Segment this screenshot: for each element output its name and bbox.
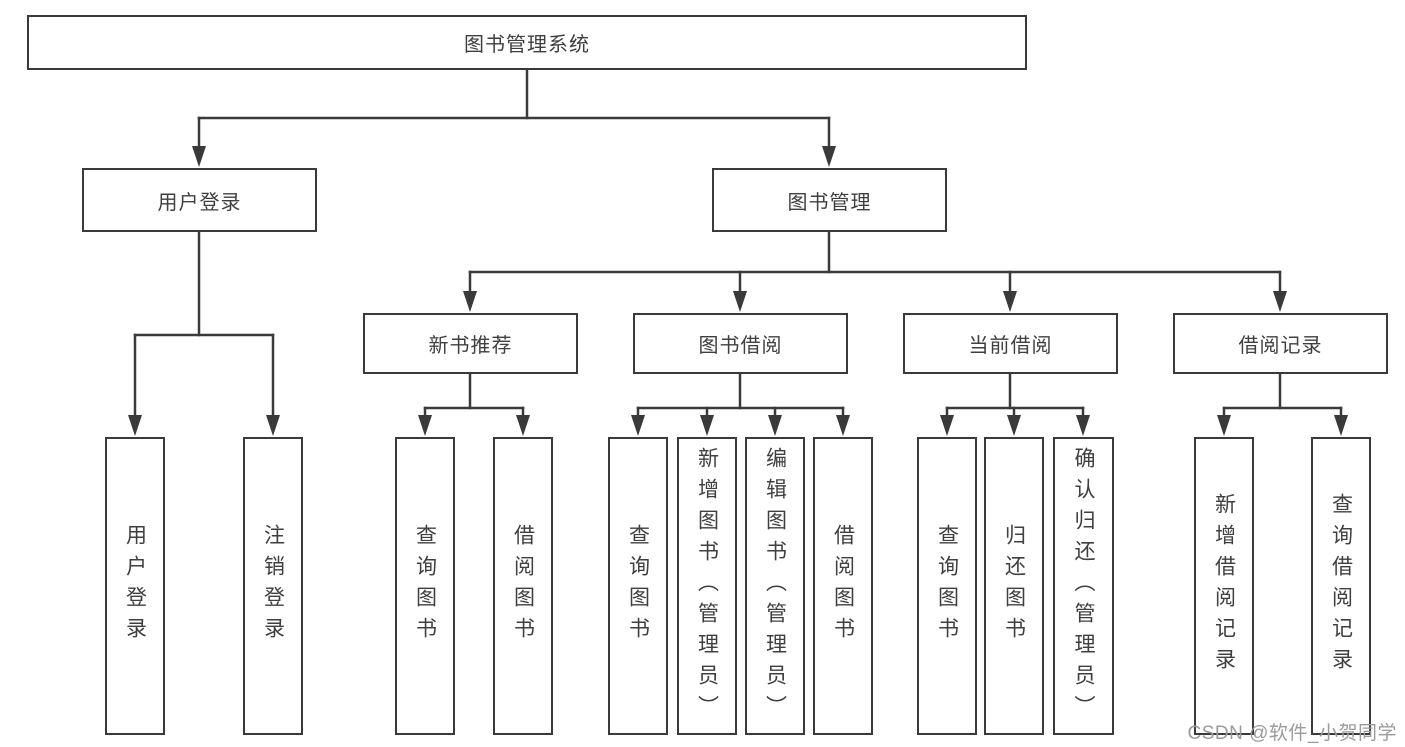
node-leaf-query-books: 查询图书	[395, 437, 455, 735]
node-leaf-query-borrow-record: 查询借阅记录	[1311, 437, 1371, 735]
node-leaf-confirm-return-admin: 确认归还（管理员）	[1053, 437, 1114, 735]
node-label: 查询图书	[626, 524, 650, 648]
node-label: 新增借阅记录	[1212, 493, 1236, 679]
node-borrow-record: 借阅记录	[1173, 313, 1388, 374]
node-label: 归还图书	[1002, 524, 1026, 648]
connector-book-management-to-level3	[463, 230, 1287, 312]
node-label: 查询图书	[413, 524, 437, 648]
node-label: 查询借阅记录	[1329, 493, 1353, 679]
node-label: 用户登录	[123, 524, 147, 648]
node-leaf-user-login: 用户登录	[105, 437, 165, 735]
node-book-management: 图书管理	[712, 168, 947, 232]
node-root-library-management-system: 图书管理系统	[27, 15, 1027, 70]
node-label: 注销登录	[261, 524, 285, 648]
connector-user-login-to-leaves	[128, 230, 280, 436]
connector-root-to-level2	[192, 66, 836, 167]
node-label: 当前借阅	[968, 335, 1053, 357]
node-label: 编辑图书（管理员）	[763, 446, 787, 726]
node-label: 图书管理系统	[464, 34, 590, 56]
node-label: 用户登录	[157, 191, 242, 214]
node-label: 图书管理	[787, 191, 872, 214]
node-label: 确认归还（管理员）	[1072, 446, 1095, 726]
node-label: 新书推荐	[428, 335, 513, 357]
connector-borrow-record-to-leaves	[1217, 372, 1348, 436]
node-label: 查询图书	[935, 524, 959, 648]
node-leaf-edit-books-admin: 编辑图书（管理员）	[745, 437, 805, 735]
node-new-book-recommend: 新书推荐	[363, 313, 578, 374]
node-label: 图书借阅	[698, 335, 783, 357]
connector-current-borrow-to-leaves	[940, 372, 1090, 436]
node-label: 借阅记录	[1238, 335, 1323, 357]
node-book-borrow: 图书借阅	[633, 313, 848, 374]
csdn-watermark: CSDN @软件_小贺同学	[1187, 723, 1397, 744]
connector-book-borrow-to-leaves	[631, 372, 850, 436]
node-leaf-add-books-admin: 新增图书（管理员）	[677, 437, 737, 735]
node-leaf-return-books: 归还图书	[984, 437, 1044, 735]
node-leaf-query-books-3: 查询图书	[917, 437, 977, 735]
node-user-login: 用户登录	[82, 168, 317, 232]
node-label: 借阅图书	[511, 524, 535, 648]
node-leaf-query-books-2: 查询图书	[608, 437, 668, 735]
connector-new-book-recommend-to-leaves	[418, 372, 530, 436]
node-leaf-logout: 注销登录	[243, 437, 303, 735]
node-label: 新增图书（管理员）	[695, 446, 719, 726]
node-label: 借阅图书	[831, 524, 855, 648]
node-leaf-borrow-books-2: 借阅图书	[813, 437, 873, 735]
node-leaf-borrow-books: 借阅图书	[493, 437, 553, 735]
node-current-borrow: 当前借阅	[903, 313, 1118, 374]
node-leaf-add-borrow-record: 新增借阅记录	[1194, 437, 1254, 735]
